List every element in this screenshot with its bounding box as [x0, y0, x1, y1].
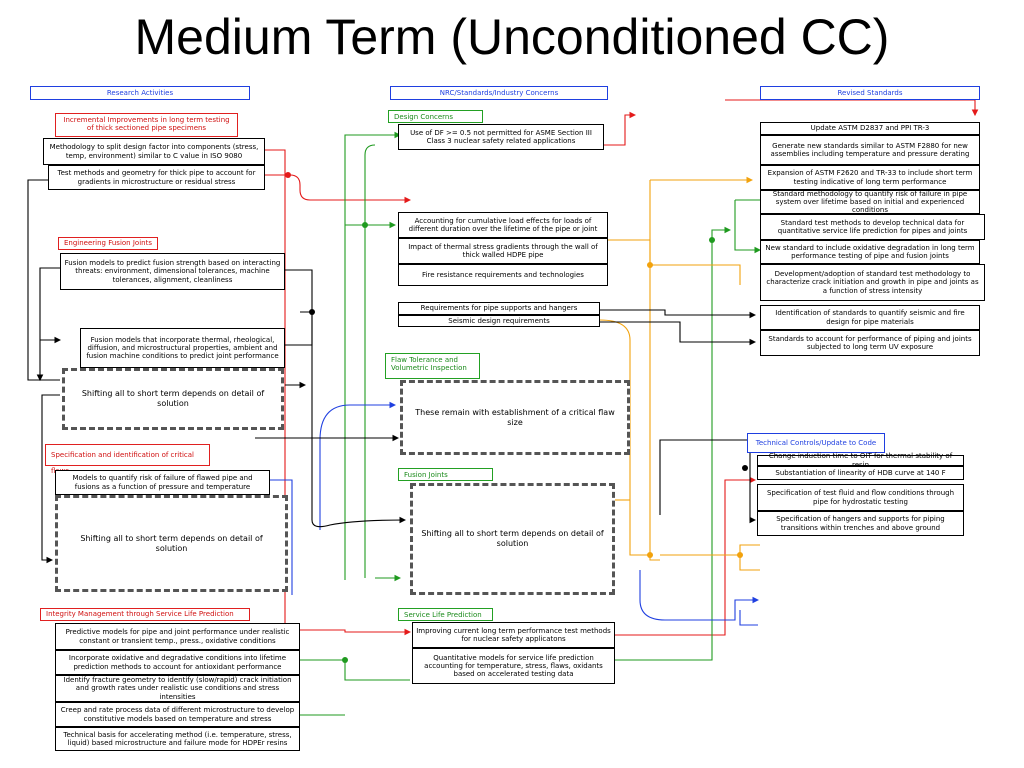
research-box: Methodology to split design factor into …	[43, 138, 265, 165]
nrc-box: Quantitative models for service life pre…	[412, 648, 615, 684]
nrc-box: Fire resistance requirements and technol…	[398, 264, 608, 286]
orange-connector	[599, 319, 650, 556]
revised-box: Development/adoption of standard test me…	[760, 264, 985, 301]
research-box: Test methods and geometry for thick pipe…	[48, 165, 265, 190]
red-connector	[265, 149, 412, 636]
technical-box: Specification of test fluid and flow con…	[757, 484, 964, 511]
header-nrc: NRC/Standards/Industry Concerns	[390, 86, 608, 100]
research-box: Creep and rate process data of different…	[55, 702, 300, 727]
orange-connector	[605, 239, 660, 561]
group-design-concerns: Design Concerns	[388, 110, 483, 123]
black-connector	[600, 321, 757, 346]
research-box: Fusion models to predict fusion strength…	[60, 253, 285, 290]
orange-connector	[649, 180, 741, 285]
black-connector	[27, 179, 60, 381]
black-connector	[311, 312, 407, 528]
black-connector	[41, 394, 60, 438]
nrc-box: Impact of thermal stress gradients throu…	[398, 238, 608, 264]
dashed-box-shift-3: Shifting all to short term depends on de…	[410, 483, 615, 595]
research-box: Incorporate oxidative and degradative co…	[55, 650, 300, 675]
research-box: Predictive models for pipe and joint per…	[55, 623, 300, 650]
blue-connector	[739, 610, 758, 626]
group-fusion-joints: Fusion Joints	[398, 468, 493, 481]
revised-box: Standards to account for performance of …	[760, 330, 980, 356]
slide-title: Medium Term (Unconditioned CC)	[134, 9, 890, 65]
dashed-box-critical-flaw: These remain with establishment of a cri…	[400, 380, 630, 455]
blue-connector	[639, 570, 760, 621]
black-connector	[600, 309, 757, 319]
group-incremental: Incremental Improvements in long term te…	[55, 113, 238, 137]
green-connector	[364, 144, 376, 578]
group-engineering-fusion: Engineering Fusion Joints	[58, 237, 158, 250]
dashed-box-shift-1: Shifting all to short term depends on de…	[62, 368, 284, 430]
green-connector	[615, 226, 732, 661]
revised-box: Standard methodology to quantify risk of…	[760, 190, 980, 214]
red-connector	[600, 111, 637, 146]
header-research: Research Activities	[30, 86, 250, 100]
orange-connector	[739, 555, 760, 571]
red-connector	[725, 99, 979, 117]
research-box: Identify fracture geometry to identify (…	[55, 675, 300, 702]
revised-box: Generate new standards similar to ASTM F…	[760, 135, 980, 165]
black-connector	[285, 269, 313, 313]
red-connector	[615, 476, 757, 636]
header-revised: Revised Standards	[760, 86, 980, 100]
revised-box: Expansion of ASTM F2620 and TR-33 to inc…	[760, 165, 980, 190]
header-technical: Technical Controls/Update to Code Case	[747, 433, 885, 465]
nrc-box: Use of DF >= 0.5 not permitted for ASME …	[398, 124, 604, 150]
research-box: Models to quantify risk of failure of fl…	[55, 470, 270, 495]
black-connector	[36, 267, 60, 382]
group-service-life: Service Life Prediction	[398, 608, 493, 621]
nrc-box: Improving current long term performance …	[412, 622, 615, 648]
nrc-box: Accounting for cumulative load effects f…	[398, 212, 608, 238]
research-box: Technical basis for accelerating method …	[55, 727, 300, 751]
technical-box: Substantiation of linearity of HDB curve…	[757, 466, 964, 480]
revised-box: New standard to include oxidative degrad…	[760, 240, 980, 264]
revised-box: Identification of standards to quantify …	[760, 305, 980, 330]
red-connector	[265, 174, 412, 204]
technical-box: Change induction time to OIT for thermal…	[757, 452, 964, 469]
orange-connector	[660, 544, 760, 556]
blue-connector	[270, 479, 293, 595]
green-connector	[344, 131, 402, 580]
technical-box: Specification of hangers and supports fo…	[757, 511, 964, 536]
group-flaw-tolerance: Flaw Tolerance and Volumetric Inspection	[385, 353, 480, 379]
revised-box: Standard test methods to develop technic…	[760, 214, 985, 240]
green-connector	[734, 200, 762, 254]
black-connector	[285, 312, 313, 346]
nrc-box: Requirements for pipe supports and hange…	[398, 302, 600, 315]
green-connector	[300, 659, 410, 681]
blue-connector	[319, 401, 397, 530]
black-connector	[41, 438, 54, 564]
nrc-box: Seismic design requirements	[398, 315, 600, 327]
dashed-box-shift-2: Shifting all to short term depends on de…	[55, 495, 288, 592]
research-box: Fusion models that incorporate thermal, …	[80, 328, 285, 368]
revised-box: Update ASTM D2837 and PPI TR-3	[760, 122, 980, 135]
group-critical-flaws: Specification and identification of crit…	[45, 444, 210, 475]
group-integrity: Integrity Management through Service Lif…	[40, 608, 250, 621]
